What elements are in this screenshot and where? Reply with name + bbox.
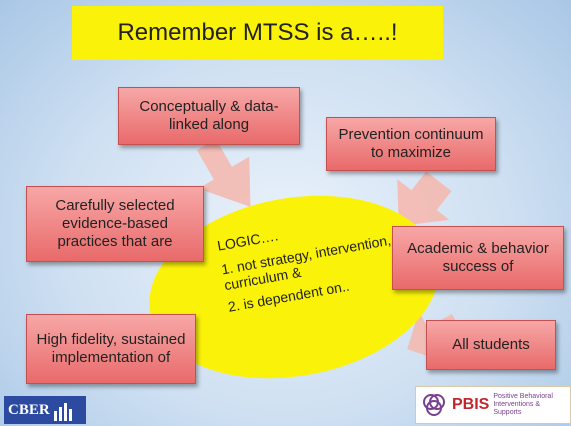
slide-title: Remember MTSS is a…..!: [72, 6, 443, 60]
box-all-students: All students: [426, 320, 556, 370]
cber-logo-text: CBER: [8, 401, 50, 418]
cber-logo: CBER: [4, 396, 86, 424]
box-carefully: Carefully selected evidence-based practi…: [26, 186, 204, 262]
pbis-rings-icon: [423, 394, 445, 416]
pbis-logo-text: PBIS: [452, 396, 490, 413]
box-academic: Academic & behavior success of: [392, 226, 564, 290]
box-high-fidelity: High fidelity, sustained implementation …: [26, 314, 196, 384]
box-prevention: Prevention continuum to maximize: [326, 117, 496, 171]
pbis-logo-subtitle: Positive Behavioral Interventions & Supp…: [493, 393, 553, 416]
cber-bars-icon: [53, 403, 72, 421]
pbis-logo: PBIS Positive Behavioral Interventions &…: [415, 386, 571, 424]
box-conceptually: Conceptually & data-linked along: [118, 87, 300, 145]
